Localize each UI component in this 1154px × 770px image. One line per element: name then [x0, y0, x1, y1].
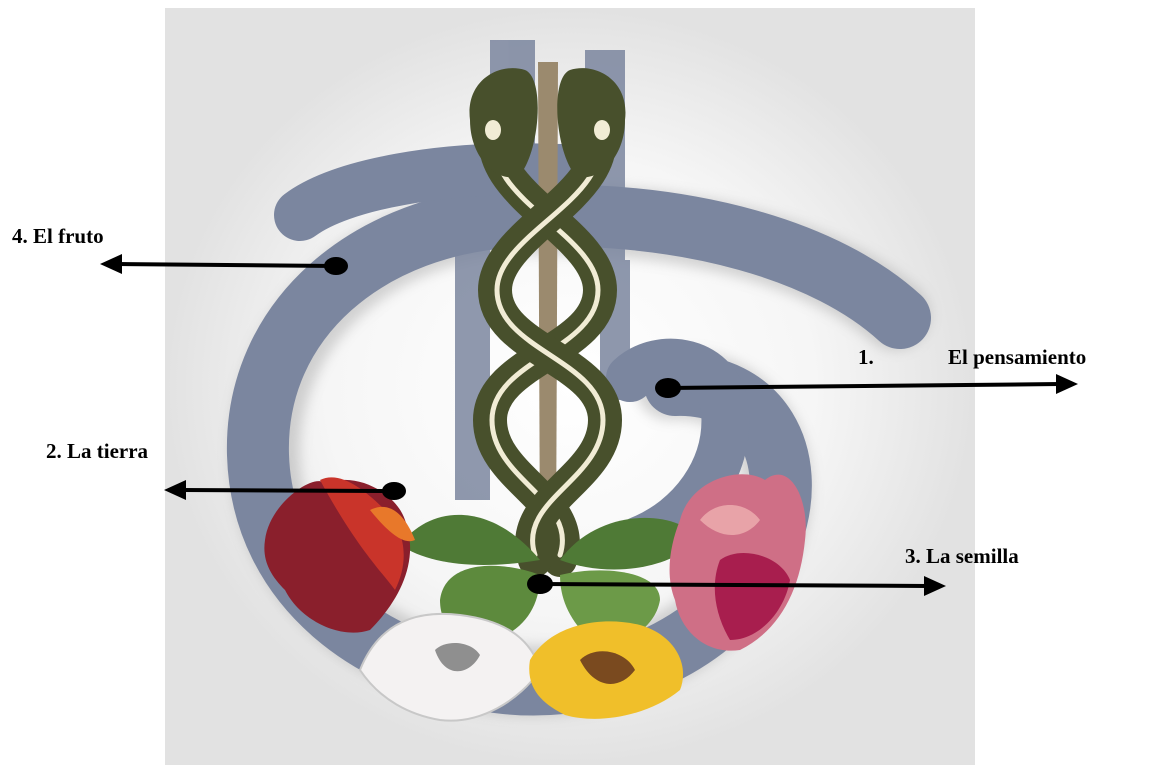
arrow-fruto-head: [100, 254, 122, 274]
label-pensamiento: El pensamiento: [948, 347, 1086, 368]
label-tierra: 2. La tierra: [46, 441, 148, 462]
arrow-tierra-dot: [382, 482, 406, 500]
label-semilla: 3. La semilla: [905, 546, 1019, 567]
label-pensamiento-number: 1.: [858, 347, 874, 368]
arrow-pensamiento-head: [1056, 374, 1078, 394]
label-fruto: 4. El fruto: [12, 226, 104, 247]
arrow-pensamiento-dot: [655, 378, 681, 398]
arrow-semilla-line: [540, 584, 928, 586]
arrow-tierra-line: [182, 490, 394, 491]
arrow-fruto-dot: [324, 257, 348, 275]
snake-right-eye: [594, 120, 610, 140]
arrow-semilla-dot: [527, 574, 553, 594]
snake-left-eye: [485, 120, 501, 140]
arrow-fruto-line: [118, 264, 335, 266]
